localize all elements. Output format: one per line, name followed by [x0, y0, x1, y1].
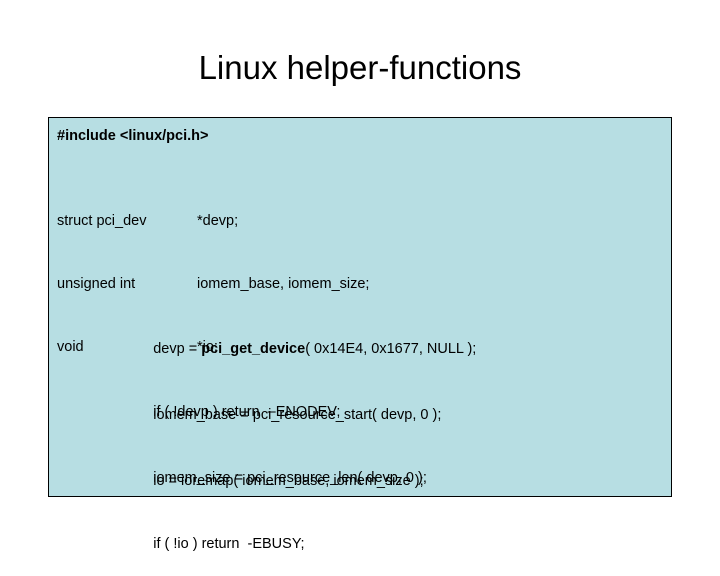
code-segment-pre: if ( !io ) return -EBUSY;	[153, 536, 305, 552]
code-line: iomem_size = pci_resource_len( devp, 0 )…	[121, 447, 441, 486]
code-line: iomem_base = pci_resource_start( devp, 0…	[121, 384, 441, 423]
declaration-row: unsigned int iomem_base, iomem_size;	[57, 274, 369, 295]
code-segment-pre: iomem_size = pci_resource_len( devp, 0 )…	[153, 470, 427, 486]
declaration-name: *devp;	[197, 213, 239, 229]
include-directive-line: #include <linux/pci.h>	[57, 128, 209, 144]
code-segment-pre: iomem_base = pci_resource_start( devp, 0…	[153, 407, 442, 423]
declaration-row: struct pci_dev *devp;	[57, 211, 369, 232]
slide-canvas: Linux helper-functions #include <linux/p…	[48, 49, 672, 552]
code-segment-pre: if ( !devp ) return –ENODEV;	[153, 404, 341, 420]
code-line: io = ioremap( iomem_base, iomem_size );	[121, 450, 423, 489]
code-line: if ( !io ) return -EBUSY;	[121, 513, 424, 552]
code-line: if ( !devp ) return –ENODEV;	[121, 381, 476, 420]
code-block-get-device: devp = pci_get_device( 0x14E4, 0x1677, N…	[121, 276, 476, 444]
declaration-type: struct pci_dev	[57, 213, 147, 229]
code-segment-post: ( 0x14E4, 0x1677, NULL );	[305, 341, 477, 357]
code-block-ioremap: io = ioremap( iomem_base, iomem_size ); …	[121, 408, 424, 576]
declaration-row: void *io;	[57, 337, 369, 358]
code-listing-box: #include <linux/pci.h> struct pci_dev *d…	[48, 117, 672, 552]
code-segment-pre: io = ioremap( iomem_base, iomem_size );	[153, 473, 424, 489]
declaration-type: void	[57, 339, 84, 355]
variable-declarations: struct pci_dev *devp; unsigned int iomem…	[57, 169, 369, 400]
declaration-name: *io;	[197, 339, 218, 355]
declaration-type: unsigned int	[57, 276, 136, 292]
code-line: devp = pci_get_device( 0x14E4, 0x1677, N…	[121, 318, 476, 357]
declaration-name: iomem_base, iomem_size;	[197, 276, 370, 292]
page-title: Linux helper-functions	[198, 49, 522, 86]
code-function-name: pci_get_device	[201, 341, 306, 357]
code-segment-pre: devp =	[153, 341, 202, 357]
code-block-resource: iomem_base = pci_resource_start( devp, 0…	[121, 342, 441, 510]
